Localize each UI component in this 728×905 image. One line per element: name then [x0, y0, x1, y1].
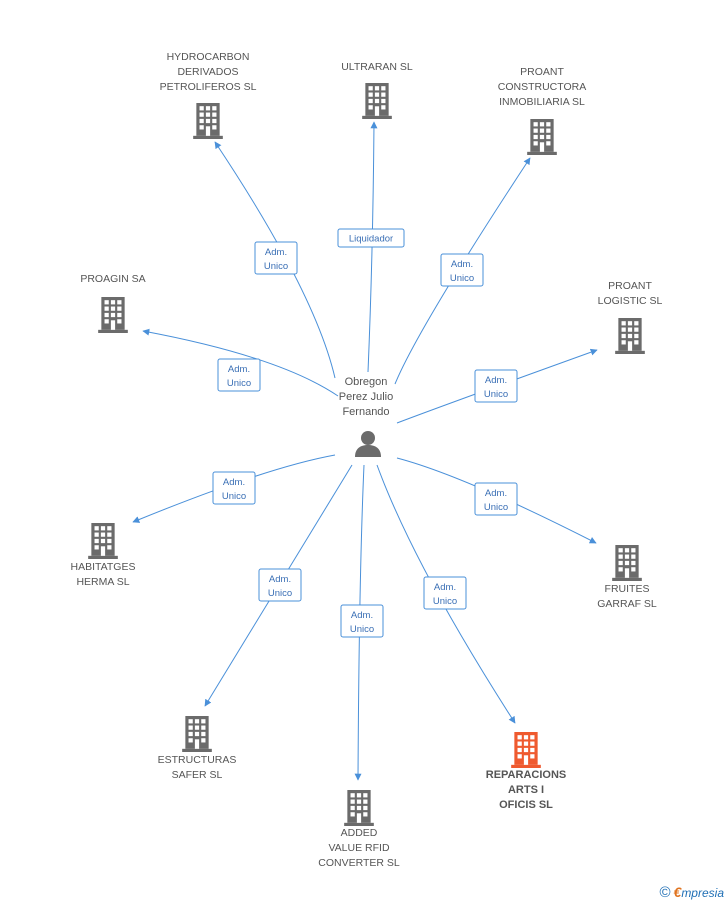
company-node-reparacions[interactable]: REPARACIONS ARTS I OFICIS SL [486, 732, 566, 811]
company-name-line: OFICIS SL [499, 799, 553, 811]
edge-proant-logistic [396, 348, 598, 424]
role-label-text: Unico [433, 596, 457, 607]
role-label-text: Unico [484, 389, 508, 400]
role-label-text: Unico [350, 624, 374, 635]
role-label-box [217, 358, 261, 392]
role-label-hydrocarbon[interactable]: Adm. Unico [254, 241, 298, 275]
company-name-line: HYDROCARBON [167, 51, 250, 63]
role-label-text: Adm. [485, 488, 507, 499]
company-name-line: ADDED [341, 827, 378, 839]
role-label-text: Adm. [269, 574, 291, 585]
brand-logo-text: mpresia [681, 886, 724, 900]
building-icon [182, 716, 212, 752]
company-name-line: GARRAF SL [597, 598, 657, 610]
company-name-line: VALUE RFID [328, 842, 389, 854]
role-label-text: Unico [227, 378, 251, 389]
building-icon [527, 119, 557, 155]
company-name-line: ESTRUCTURAS [158, 754, 237, 766]
role-label-box [254, 241, 298, 275]
company-node-proant-constructora[interactable]: PROANT CONSTRUCTORA INMOBILIARIA SL [498, 66, 586, 155]
company-node-habitatges[interactable]: HABITATGES HERMA SL [71, 523, 136, 588]
nodes-layer: HYDROCARBON DERIVADOS PETROLIFEROS SL ULTRA… [71, 51, 663, 869]
company-name-line: PROANT [520, 66, 564, 78]
role-label-estructuras[interactable]: Adm. Unico [258, 568, 302, 602]
footer-brand: ©€mpresia [659, 884, 724, 901]
building-icon [362, 83, 392, 119]
role-label-box [212, 471, 256, 505]
building-icon [511, 732, 541, 768]
building-icon [344, 790, 374, 826]
building-icon [615, 318, 645, 354]
company-name-line: REPARACIONS [486, 769, 566, 781]
role-label-box [258, 568, 302, 602]
company-node-ultraran[interactable]: ULTRARAN SL [341, 61, 413, 119]
role-label-text: Adm. [434, 582, 456, 593]
role-label-text: Unico [450, 273, 474, 284]
role-label-box [337, 228, 405, 248]
company-node-estructuras[interactable]: ESTRUCTURAS SAFER SL [158, 716, 237, 781]
role-label-text: Adm. [223, 477, 245, 488]
person-name-line-3: Fernando [342, 406, 389, 418]
company-name-line: DERIVADOS [177, 66, 238, 78]
role-label-proant-logistic[interactable]: Adm. Unico [474, 369, 518, 403]
role-label-proant-constructora[interactable]: Adm. Unico [440, 253, 484, 287]
copyright-symbol: © [659, 884, 671, 901]
role-label-habitatges[interactable]: Adm. Unico [212, 471, 256, 505]
role-label-added-value[interactable]: Adm. Unico [340, 604, 384, 638]
company-name-line: HABITATGES [71, 561, 136, 573]
company-name-line: PETROLIFEROS SL [160, 81, 257, 93]
company-name-line: INMOBILIARIA SL [499, 96, 585, 108]
building-icon [88, 523, 118, 559]
company-node-fruites[interactable]: FRUITES GARRAF SL [597, 545, 657, 610]
role-label-text: Unico [268, 588, 292, 599]
company-node-proant-logistic[interactable]: PROANT LOGISTIC SL [598, 280, 663, 354]
role-label-text: Adm. [265, 247, 287, 258]
person-icon [355, 431, 381, 457]
brand-logo-letter: € [673, 884, 682, 900]
company-name-line: PROANT [608, 280, 652, 292]
role-label-text: Unico [484, 502, 508, 513]
company-node-hydrocarbon[interactable]: HYDROCARBON DERIVADOS PETROLIFEROS SL [160, 51, 257, 139]
role-label-ultraran[interactable]: Liquidador [337, 228, 405, 248]
company-name-line: LOGISTIC SL [598, 295, 663, 307]
center-person[interactable]: Obregon Perez Julio Fernando [339, 376, 393, 457]
role-label-text: Adm. [351, 610, 373, 621]
edge-proant-constructora [394, 157, 531, 385]
person-name-line-1: Obregon [345, 376, 388, 388]
company-name-line: ARTS I [508, 784, 544, 796]
role-label-box [423, 576, 467, 610]
role-label-proagin[interactable]: Adm. Unico [217, 358, 261, 392]
company-name-line: PROAGIN SA [80, 273, 145, 285]
role-label-text: Liquidador [349, 234, 393, 245]
company-name-line: FRUITES [605, 583, 650, 595]
building-icon [612, 545, 642, 581]
building-icon [98, 297, 128, 333]
role-label-text: Unico [222, 491, 246, 502]
role-label-text: Unico [264, 261, 288, 272]
role-label-text: Adm. [228, 364, 250, 375]
company-node-proagin[interactable]: PROAGIN SA [80, 273, 146, 333]
role-label-fruites[interactable]: Adm. Unico [474, 482, 518, 516]
company-name-line: ULTRARAN SL [341, 61, 413, 73]
company-name-line: CONVERTER SL [318, 857, 400, 869]
company-name-line: HERMA SL [76, 576, 129, 588]
company-name-line: SAFER SL [172, 769, 223, 781]
role-label-box [474, 369, 518, 403]
building-icon [193, 103, 223, 139]
company-name-line: CONSTRUCTORA [498, 81, 586, 93]
company-node-added-value[interactable]: ADDED VALUE RFID CONVERTER SL [318, 790, 400, 869]
role-label-box [440, 253, 484, 287]
edge-hydrocarbon [214, 141, 336, 379]
edge-ultraran [367, 121, 378, 373]
role-label-reparacions[interactable]: Adm. Unico [423, 576, 467, 610]
role-label-box [474, 482, 518, 516]
edge-added-value [354, 464, 365, 781]
role-label-text: Adm. [451, 259, 473, 270]
role-label-text: Adm. [485, 375, 507, 386]
person-name-line-2: Perez Julio [339, 391, 393, 403]
role-label-box [340, 604, 384, 638]
